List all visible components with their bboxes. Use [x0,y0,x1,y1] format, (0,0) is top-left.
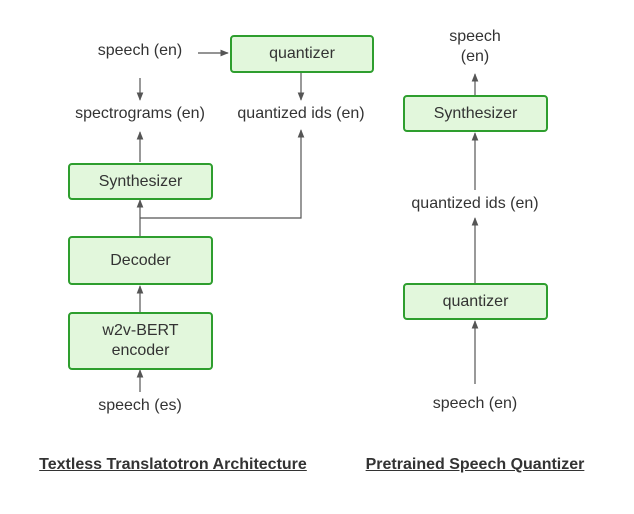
speech-es-label: speech (es) [98,397,182,414]
speech-en-output-label: speech (en) [449,28,501,65]
arrow-decoder-to-quantized-ids [140,129,305,219]
encoder-box: w2v-BERT encoder [68,312,213,370]
right-synthesizer-box: Synthesizer [403,95,548,132]
right-quantized-ids-label: quantized ids (en) [411,195,539,212]
right-diagram-caption: Pretrained Speech Quantizer [365,456,585,473]
quantized-ids-label: quantized ids (en) [237,105,365,122]
left-diagram-caption: Textless Translatotron Architecture [39,456,307,473]
right-speech-en-input-label: speech (en) [432,395,518,412]
right-quantizer-box: quantizer [403,283,548,320]
decoder-box: Decoder [68,236,213,285]
speech-en-input-label: speech (en) [97,42,183,59]
synthesizer-box: Synthesizer [68,163,213,200]
spectrograms-label: spectrograms (en) [75,105,205,122]
quantizer-box: quantizer [230,35,374,73]
